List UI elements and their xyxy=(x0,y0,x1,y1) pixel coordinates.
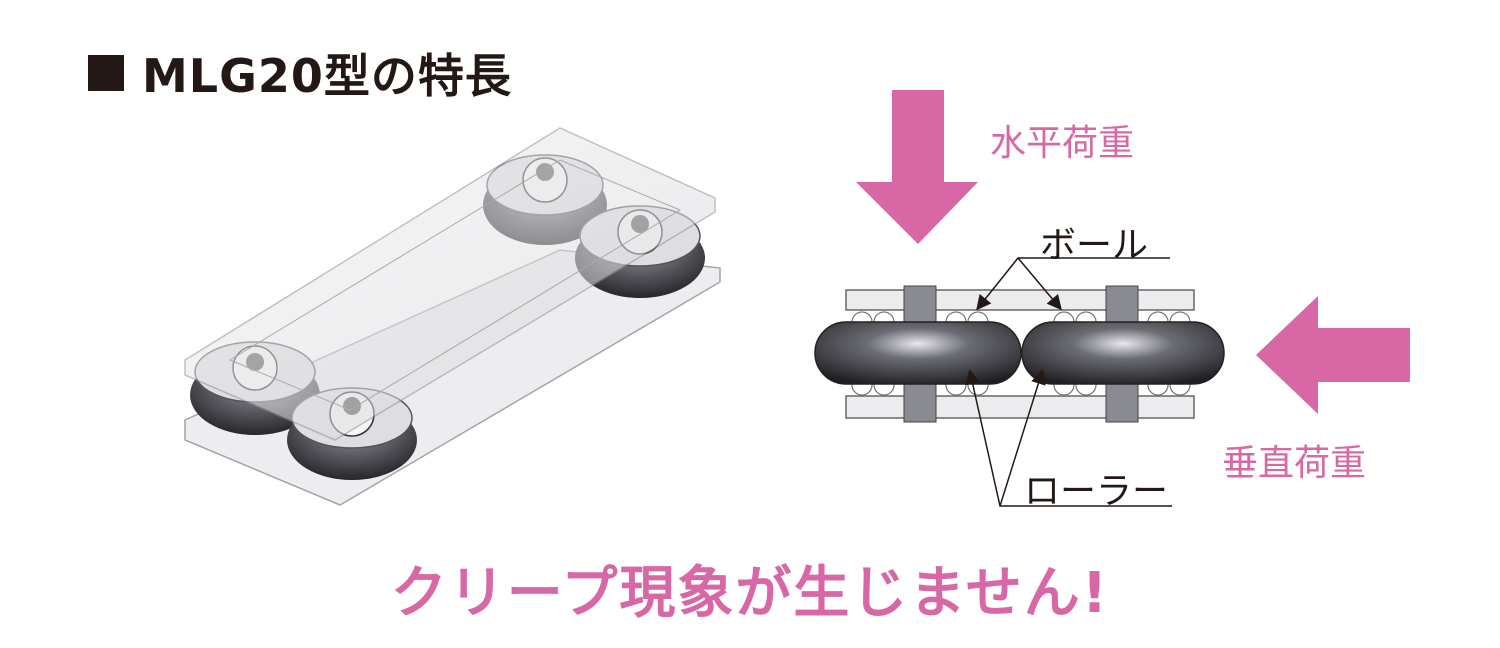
bottom-plate xyxy=(845,395,1195,419)
vertical-load-arrow xyxy=(1256,296,1410,414)
page-title: MLG20型の特長 xyxy=(88,40,512,106)
title-text: MLG20型の特長 xyxy=(142,49,512,103)
mlg20-isometric-view xyxy=(184,127,721,506)
vertical-load-label: 垂直荷重 xyxy=(1222,443,1367,484)
horizontal-load-label: 水平荷重 xyxy=(990,123,1135,164)
top-plate xyxy=(845,289,1195,311)
cross-section-view xyxy=(814,257,1225,507)
roller-left-section xyxy=(814,321,1022,385)
ball-label: ボール xyxy=(1040,225,1149,266)
upper-plate xyxy=(184,127,716,441)
square-bullet-icon xyxy=(88,55,124,91)
roller-right-section xyxy=(1021,321,1225,385)
horizontal-load-arrow xyxy=(856,90,978,244)
roller-label: ローラー xyxy=(1024,471,1169,512)
tagline: クリープ現象が生じません! xyxy=(390,561,1110,626)
